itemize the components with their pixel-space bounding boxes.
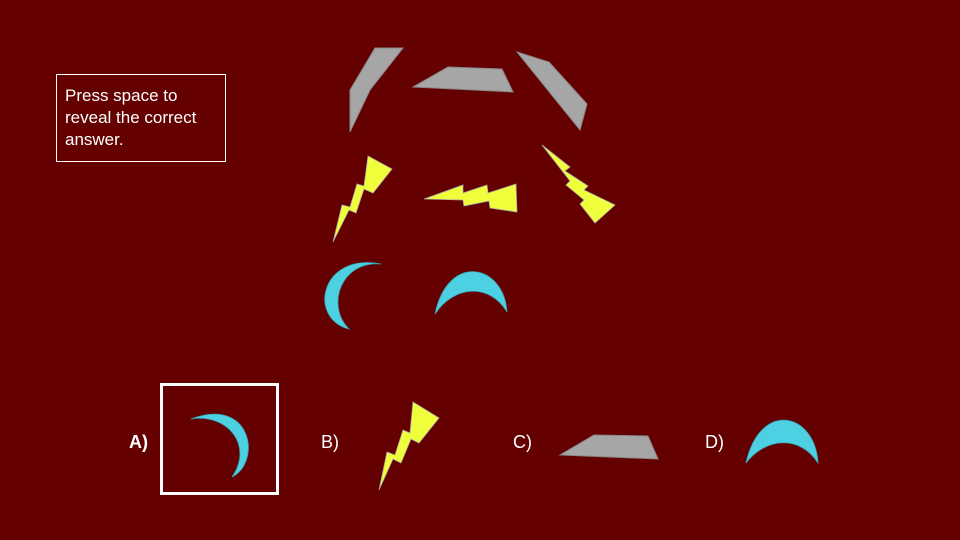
gray-trapezoid-r1c1 (349, 47, 405, 133)
instruction-text: Press space to reveal the correct answer… (56, 74, 226, 162)
lightning-r2c2 (423, 183, 518, 213)
crescent-r3c2 (434, 271, 508, 315)
option-b-label[interactable]: B) (321, 432, 339, 452)
crescent-r3c1 (324, 262, 382, 330)
option-d-crescent (745, 419, 819, 465)
lightning-r2c3 (541, 144, 616, 224)
option-c-label[interactable]: C) (513, 432, 532, 452)
lightning-r2c1 (332, 155, 393, 243)
option-b-lightning (378, 401, 440, 491)
option-a-label[interactable]: A) (129, 432, 148, 452)
selected-answer-box (160, 383, 279, 495)
option-c-trapezoid (558, 434, 659, 460)
gray-trapezoid-r1c2 (411, 66, 514, 93)
option-a-crescent (190, 413, 249, 478)
gray-trapezoid-r1c3 (515, 51, 588, 132)
option-d-label[interactable]: D) (705, 432, 724, 452)
